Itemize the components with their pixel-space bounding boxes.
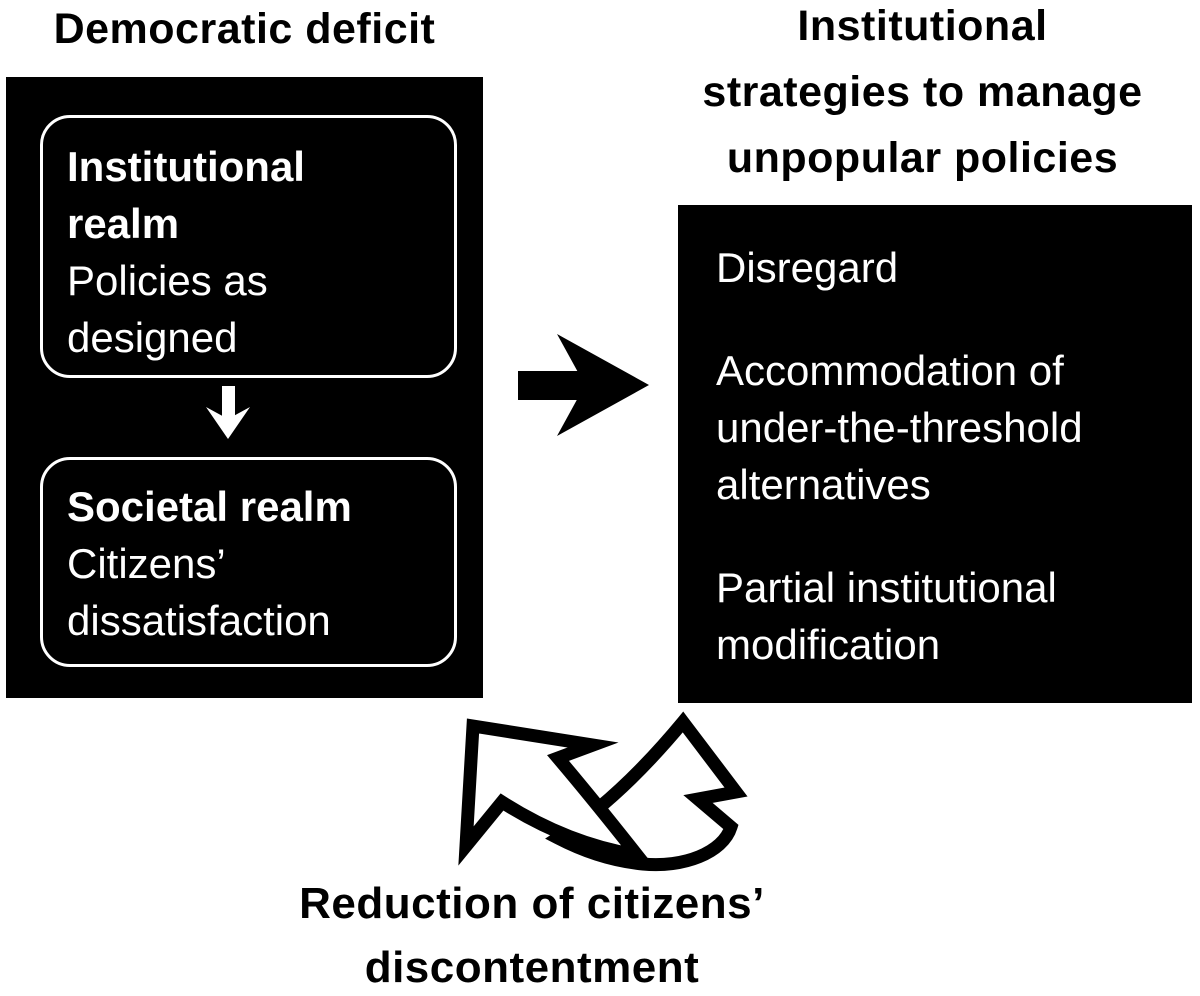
box-heading: Institutional realm <box>67 143 305 247</box>
right-arrow-icon <box>518 333 650 439</box>
caption: Reduction of citizens’ discontentment <box>299 879 765 992</box>
left-column-title: Democratic deficit <box>53 5 436 53</box>
box-heading: Societal realm <box>67 483 352 530</box>
strategy-item-modification: Partial institutional modification <box>716 564 1057 668</box>
down-arrow-icon <box>205 386 252 440</box>
box-body: Citizens’ dissatisfaction <box>67 540 331 644</box>
box-body: Policies as designed <box>67 257 268 361</box>
strategy-item-accommodation: Accommodation of under-the-threshold alt… <box>716 347 1083 508</box>
democratic-deficit-panel <box>6 77 483 698</box>
double-curved-arrow-icon <box>440 700 760 880</box>
right-column-title: Institutional strategies to manage unpop… <box>702 2 1143 182</box>
societal-realm-box: Societal realm Citizens’ dissatisfaction <box>40 457 457 667</box>
strategies-panel: Disregard Accommodation of under-the-thr… <box>678 205 1192 703</box>
strategy-item-disregard: Disregard <box>716 244 899 291</box>
institutional-realm-box: Institutional realm Policies as designed <box>40 115 457 378</box>
